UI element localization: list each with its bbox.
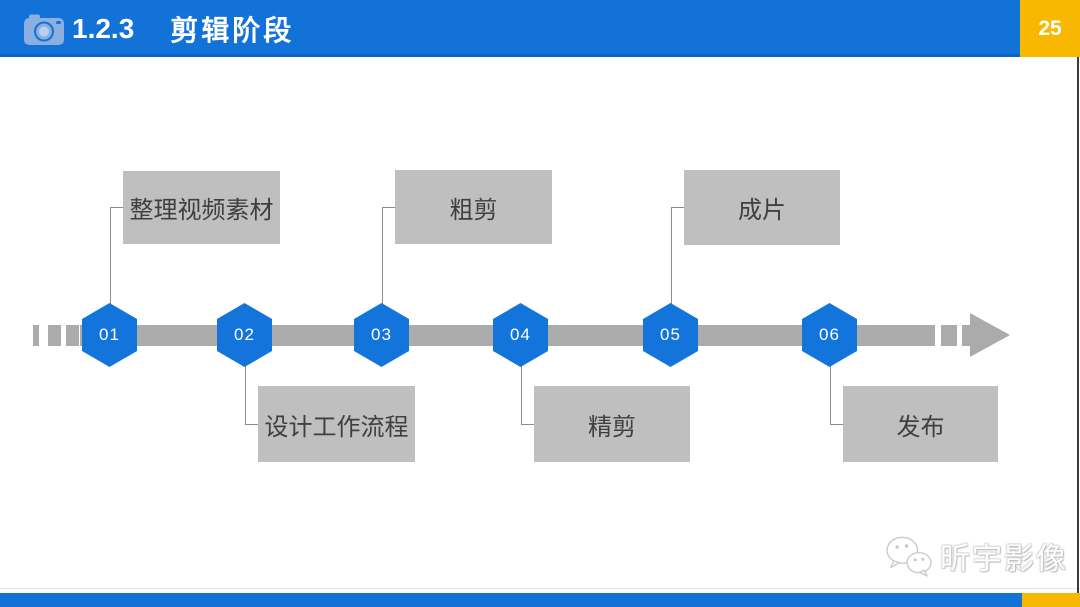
watermark: 昕宇影像 xyxy=(884,534,1068,578)
step-label: 设计工作流程 xyxy=(264,413,409,441)
connector-line xyxy=(382,207,383,305)
connector-line xyxy=(671,207,672,305)
node-number: 06 xyxy=(819,325,840,344)
step-label: 发布 xyxy=(896,413,945,441)
step-label-box: 设计工作流程 xyxy=(258,386,415,462)
connector-line xyxy=(110,207,123,208)
arrow-right-icon xyxy=(970,313,1010,357)
step-label-box: 发布 xyxy=(843,386,998,462)
connector-line xyxy=(671,207,684,208)
timeline-node-03: 03 xyxy=(354,303,409,367)
step-label-box: 整理视频素材 xyxy=(123,171,280,244)
track-dash xyxy=(48,325,61,346)
track-dash xyxy=(941,325,957,346)
step-label-box: 粗剪 xyxy=(395,170,552,244)
node-number: 02 xyxy=(234,325,255,344)
timeline-node-04: 04 xyxy=(493,303,548,367)
connector-line xyxy=(830,365,831,424)
header-bottom-strip xyxy=(0,54,1020,57)
timeline-node-01: 01 xyxy=(82,303,137,367)
step-label: 精剪 xyxy=(588,413,636,441)
connector-line xyxy=(521,365,522,424)
watermark-text: 昕宇影像 xyxy=(940,543,1068,576)
timeline-node-05: 05 xyxy=(643,303,698,367)
header-bar: 1.2.3 剪辑阶段 25 xyxy=(0,0,1080,57)
track-dash xyxy=(66,325,79,346)
footer-bar-yellow xyxy=(1022,593,1080,607)
step-label-box: 成片 xyxy=(684,170,840,245)
node-number: 05 xyxy=(660,325,681,344)
footer-bar-blue xyxy=(0,593,1022,607)
step-label: 成片 xyxy=(738,197,786,224)
timeline-node-06: 06 xyxy=(802,303,857,367)
timeline-node-02: 02 xyxy=(217,303,272,367)
track-dash xyxy=(33,325,39,346)
step-label-box: 精剪 xyxy=(534,386,690,462)
node-number: 01 xyxy=(99,325,120,344)
step-label: 粗剪 xyxy=(449,196,498,224)
camera-icon xyxy=(24,14,64,45)
node-number: 04 xyxy=(510,325,531,344)
page-number-badge: 25 xyxy=(1020,0,1080,57)
track-dash xyxy=(962,325,973,346)
right-edge-line xyxy=(1077,57,1079,593)
connector-line xyxy=(521,424,534,425)
wechat-icon xyxy=(886,536,932,577)
node-number: 03 xyxy=(371,325,392,344)
connector-line xyxy=(245,424,258,425)
section-number: 1.2.3 xyxy=(72,12,135,44)
connector-line xyxy=(382,207,395,208)
step-label: 整理视频素材 xyxy=(129,197,274,224)
footer-hairline xyxy=(0,588,1080,589)
connector-line xyxy=(110,207,111,305)
connector-line xyxy=(245,365,246,424)
connector-line xyxy=(830,424,843,425)
page-title: 剪辑阶段 xyxy=(170,14,295,46)
